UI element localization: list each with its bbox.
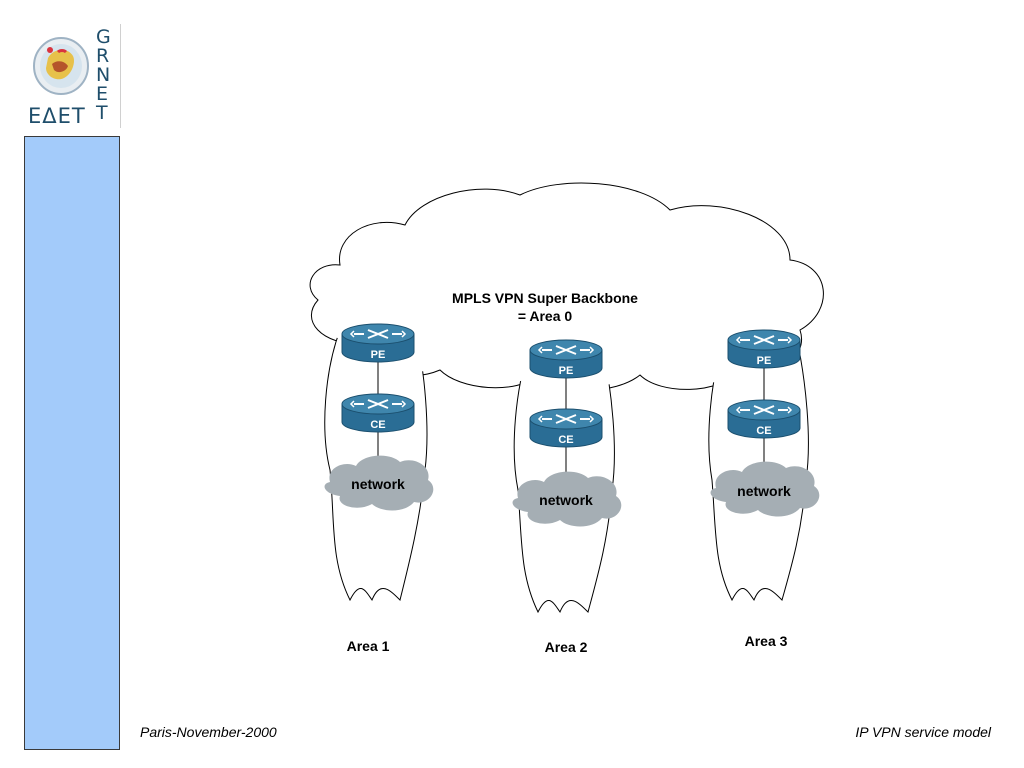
logo-letter-r: R xyxy=(96,45,110,67)
backbone-title-line1: MPLS VPN Super Backbone xyxy=(452,290,638,306)
area-3-label: Area 3 xyxy=(745,633,788,649)
sidebar-panel xyxy=(24,136,120,750)
area-1-pe-router: PE xyxy=(341,323,415,363)
backbone-cloud-fill xyxy=(313,186,821,386)
svg-text:PE: PE xyxy=(559,365,574,377)
grnet-logo: G R N E T ΕΔΕΤ xyxy=(24,24,121,128)
svg-text:CE: CE xyxy=(370,419,385,431)
area-2-ce-router: CE xyxy=(529,408,603,448)
svg-text:network: network xyxy=(539,492,593,508)
greece-emblem-icon xyxy=(33,37,89,95)
area-3-pe-router: PE xyxy=(727,329,801,369)
logo-frame xyxy=(24,24,121,128)
svg-text:network: network xyxy=(737,483,791,499)
area-3-network-cloud: network xyxy=(710,461,820,517)
svg-text:PE: PE xyxy=(371,349,386,361)
area-2-label: Area 2 xyxy=(545,639,588,655)
logo-letter-e: E xyxy=(96,83,109,105)
logo-letter-t: T xyxy=(96,102,108,124)
footer-title: IP VPN service model xyxy=(855,724,991,740)
svg-text:network: network xyxy=(351,476,405,492)
area-1-ce-router: CE xyxy=(341,393,415,433)
area-2-pe-router: PE xyxy=(529,339,603,379)
logo-greek-text: ΕΔΕΤ xyxy=(28,104,86,128)
area-2-network-cloud: network xyxy=(512,471,622,527)
backbone-title-line2: = Area 0 xyxy=(518,308,573,324)
footer-date: Paris-November-2000 xyxy=(140,724,277,740)
area-1-network-cloud: network xyxy=(324,455,434,511)
logo-letter-g: G xyxy=(96,26,111,48)
area-1-label: Area 1 xyxy=(347,638,390,654)
logo-letter-n: N xyxy=(96,64,111,86)
svg-text:PE: PE xyxy=(757,355,772,367)
svg-text:CE: CE xyxy=(558,434,573,446)
area-3-ce-router: CE xyxy=(727,399,801,439)
svg-text:CE: CE xyxy=(756,425,771,437)
